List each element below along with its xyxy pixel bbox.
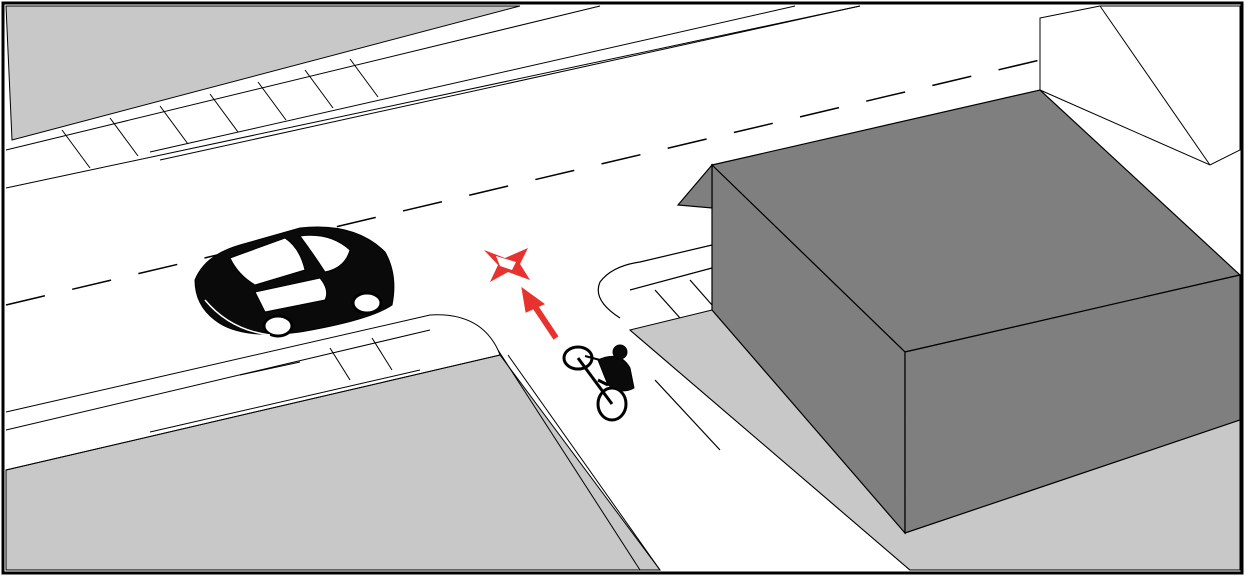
center-dashed-line bbox=[5, 59, 1041, 306]
building bbox=[676, 89, 1242, 535]
building-background bbox=[1039, 5, 1241, 166]
car bbox=[194, 226, 395, 338]
building-awning bbox=[676, 163, 713, 209]
car-wheel-front bbox=[262, 314, 294, 338]
lot-top-left bbox=[5, 5, 521, 141]
sidewalk-bottom-left bbox=[5, 314, 661, 571]
building-front bbox=[904, 274, 1241, 534]
car-wheel-rear bbox=[351, 291, 383, 315]
sidewalk-top bbox=[5, 5, 861, 189]
burst-icon bbox=[484, 248, 530, 282]
arrow-up-icon bbox=[521, 286, 559, 340]
cyclist-head bbox=[612, 344, 628, 360]
cyclist bbox=[562, 344, 635, 422]
